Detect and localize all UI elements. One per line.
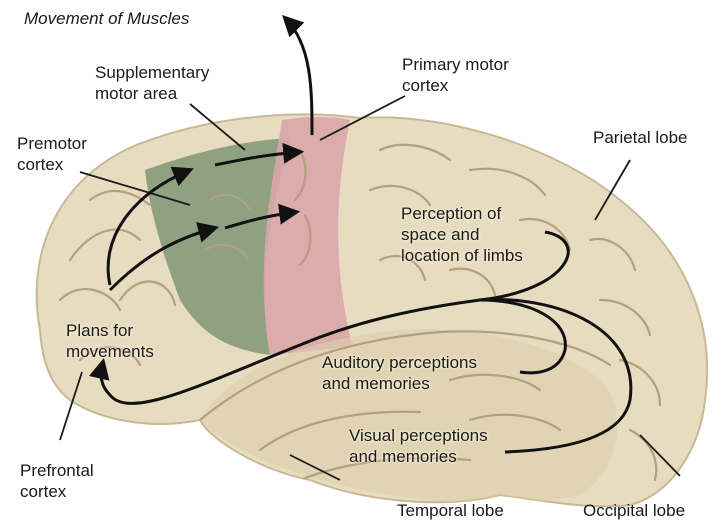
plans-for-movements-label: Plans for movements — [66, 320, 154, 362]
parietal-lobe-label: Parietal lobe — [593, 127, 688, 148]
visual-perceptions-label: Visual perceptions and memories — [349, 425, 488, 467]
auditory-perceptions-label: Auditory perceptions and memories — [322, 352, 477, 394]
premotor-cortex-label: Premotor cortex — [17, 133, 87, 175]
movement-of-muscles-title: Movement of Muscles — [24, 8, 189, 29]
primary-motor-cortex-label: Primary motor cortex — [402, 54, 509, 96]
perception-space-label: Perception of space and location of limb… — [401, 203, 523, 266]
prefrontal-cortex-label: Prefrontal cortex — [20, 460, 94, 502]
supplementary-motor-area-label: Supplementary motor area — [95, 62, 209, 104]
temporal-lobe-label: Temporal lobe — [397, 500, 504, 521]
occipital-lobe-label: Occipital lobe — [583, 500, 685, 521]
